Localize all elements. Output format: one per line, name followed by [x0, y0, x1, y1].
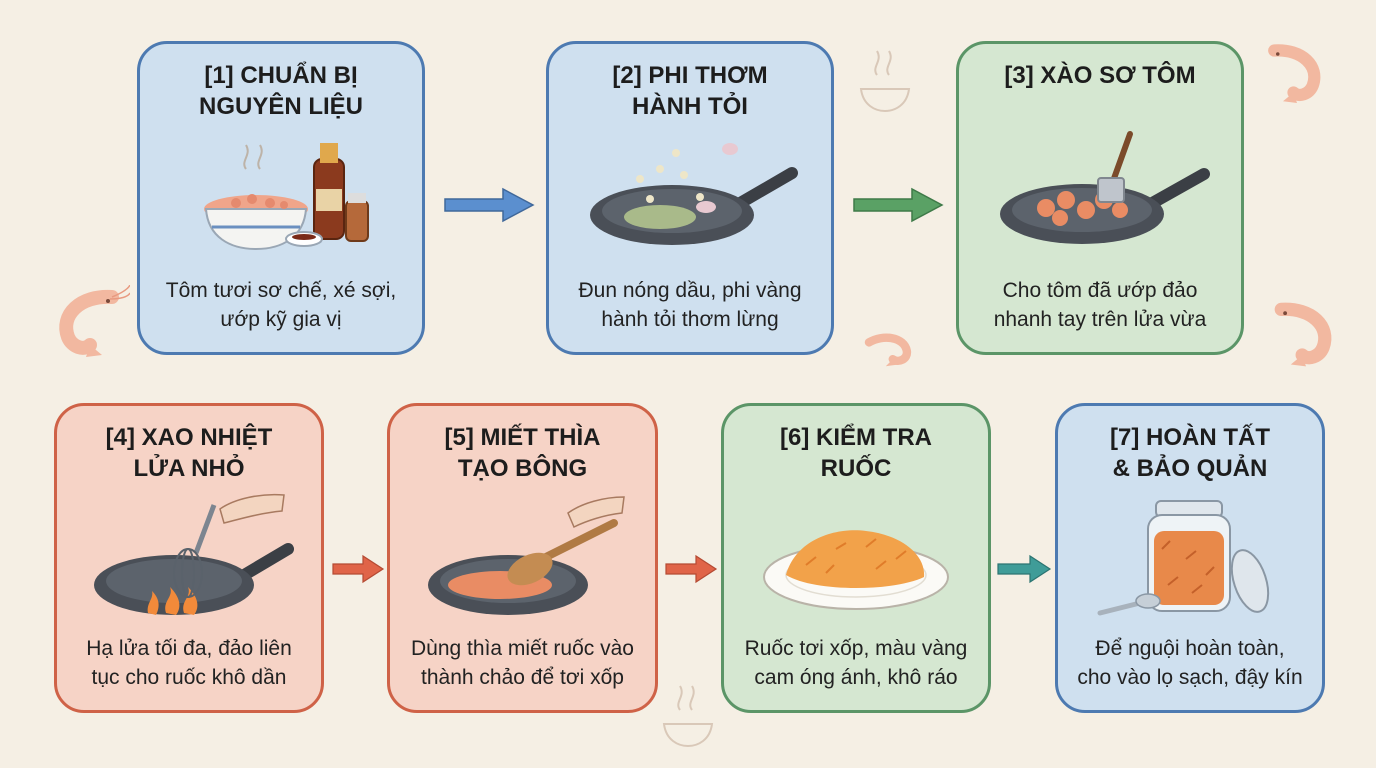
shrimp-decoration-icon: [864, 333, 912, 367]
arrow-step-6-to-7-icon: [997, 554, 1052, 584]
step-3-card: [3] XÀO SƠ TÔM Cho tôm đã ướp đảo nhanh …: [956, 41, 1244, 355]
step-3-title: [3] XÀO SƠ TÔM: [1004, 62, 1196, 89]
step-7-title: [7] HOÀN TẤT & BẢO QUẢN: [1110, 424, 1270, 482]
shrimp-decoration-icon: [1268, 44, 1321, 103]
step-4-card: [4] XAO NHIỆT LỬA NHỎ Hạ lửa tối đa, đảo…: [54, 403, 324, 713]
pan-shrimp-icon: [1000, 130, 1210, 244]
step-2-title: [2] PHI THƠM HÀNH TỎI: [612, 62, 768, 120]
arrow-step-5-to-6-icon: [665, 554, 718, 584]
step-5-card: [5] MIẾT THÌA TẠO BÔNG Dùng thìa miết ru…: [387, 403, 658, 713]
step-5-title: [5] MIẾT THÌA TẠO BÔNG: [444, 424, 601, 482]
pan-garlic-icon: [590, 143, 798, 245]
pan-spoon-icon: [427, 496, 625, 615]
step-4-title: [4] XAO NHIỆT LỬA NHỎ: [105, 424, 273, 482]
step-4-description: Hạ lửa tối đa, đảo liên tục cho ruốc khô…: [86, 637, 292, 689]
step-6-card: [6] KIỂM TRA RUỐC Ruốc tơi xốp, màu vàng…: [721, 403, 991, 713]
arrow-step-1-to-2-icon: [444, 187, 535, 223]
step-2-description: Đun nóng dầu, phi vàng hành tỏi thơm lừn…: [578, 279, 802, 331]
step-6-description: Ruốc tơi xốp, màu vàng cam óng ánh, khô …: [744, 637, 968, 689]
steam-bowl-decoration-icon: [662, 685, 714, 748]
shrimp-decoration-icon: [1274, 302, 1332, 367]
step-7-description: Để nguội hoàn toàn, cho vào lọ sạch, đậy…: [1077, 637, 1303, 689]
arrow-step-4-to-5-icon: [332, 554, 385, 584]
step-5-description: Dùng thìa miết ruốc vào thành chảo để tơ…: [411, 637, 634, 689]
step-1-card: [1] CHUẨN BỊ NGUYÊN LIỆU Tôm tươi sơ chế…: [137, 41, 425, 355]
step-1-title: [1] CHUẨN BỊ NGUYÊN LIỆU: [198, 62, 363, 120]
floss-plate-icon: [763, 530, 949, 610]
pan-whisk-icon: [94, 493, 294, 615]
steam-bowl-decoration-icon: [859, 50, 911, 113]
step-7-card: [7] HOÀN TẤT & BẢO QUẢN Để nguội hoàn to…: [1055, 403, 1325, 713]
floss-jar-icon: [1097, 500, 1270, 616]
shrimp-decoration-icon: [59, 285, 130, 357]
arrow-step-2-to-3-icon: [853, 187, 944, 223]
shrimp-bowl-icon: [204, 143, 369, 251]
step-6-title: [6] KIỂM TRA RUỐC: [780, 424, 932, 482]
step-3-description: Cho tôm đã ướp đảo nhanh tay trên lửa vừ…: [993, 279, 1207, 331]
step-1-description: Tôm tươi sơ chế, xé sợi, ướp kỹ gia vị: [165, 279, 397, 331]
step-2-card: [2] PHI THƠM HÀNH TỎI Đun nóng dầu, phi …: [546, 41, 834, 355]
